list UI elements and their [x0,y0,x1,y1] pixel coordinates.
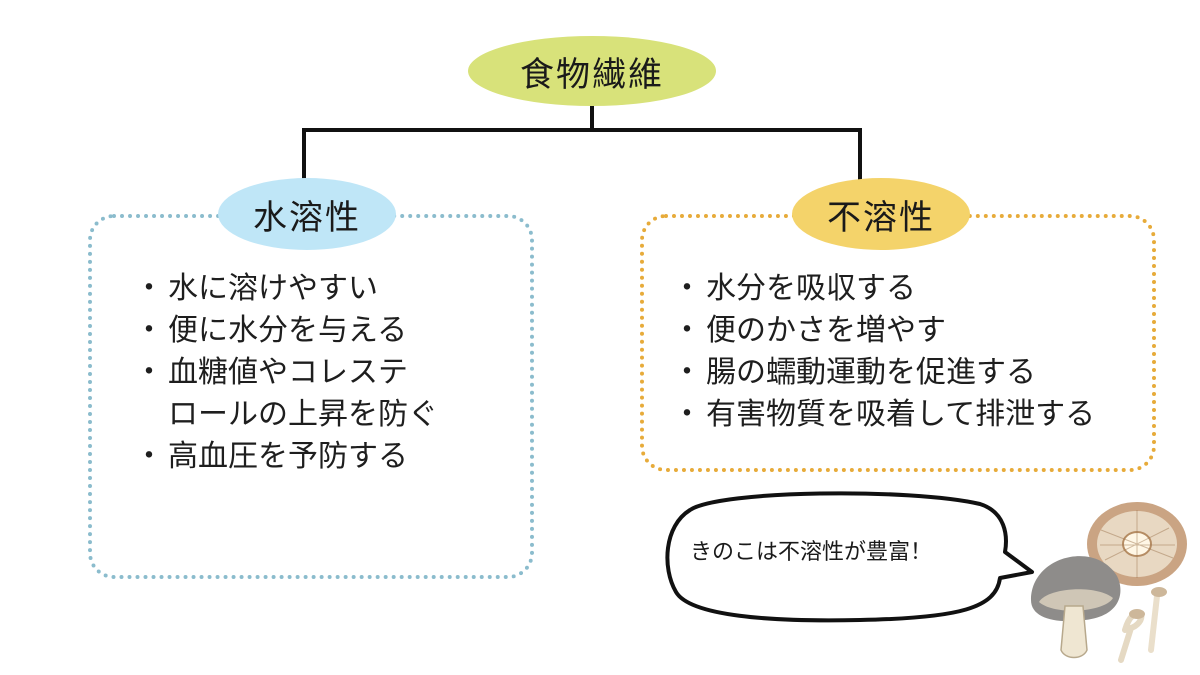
soluble-node: 水溶性 [218,178,396,250]
root-node-food-fiber: 食物繊維 [468,36,716,106]
speech-bubble [665,491,1034,623]
soluble-item: 水に溶けやすい [134,268,518,310]
insoluble-item-text: 腸の蠕動運動を促進する [706,355,1036,390]
soluble-item-text-continued: ロールの上昇を防ぐ [168,397,438,432]
soluble-item: 高血圧を予防する [134,436,518,478]
insoluble-item-text: 便のかさを増やす [706,313,946,348]
insoluble-item: 腸の蠕動運動を促進する [672,352,1146,394]
soluble-node-label: 水溶性 [253,197,361,238]
speech-bubble-outline [665,491,1034,623]
mushroom-cap-underside [1087,502,1187,586]
soluble-item-text: 水に溶けやすい [168,271,378,306]
mushroom-grey [1031,556,1121,659]
soluble-item-text: 高血圧を予防する [168,439,408,474]
mushroom-illustration [1031,502,1187,663]
insoluble-list: 水分を吸収する 便のかさを増やす 腸の蠕動運動を促進する 有害物質を吸着して排泄… [672,268,1146,436]
insoluble-item-text: 水分を吸収する [706,271,916,306]
soluble-item-text: 便に水分を与える [168,313,408,348]
mushroom-small-stems [1118,587,1167,663]
soluble-item: 血糖値やコレステ ロールの上昇を防ぐ [134,352,518,436]
insoluble-node-label: 不溶性 [827,197,935,238]
soluble-item-text: 血糖値やコレステ [168,355,408,390]
insoluble-item-text: 有害物質を吸着して排泄する [706,397,1096,432]
soluble-list: 水に溶けやすい 便に水分を与える 血糖値やコレステ ロールの上昇を防ぐ 高血圧を… [134,268,518,478]
root-node-label: 食物繊維 [520,54,664,95]
soluble-item: 便に水分を与える [134,310,518,352]
insoluble-item: 便のかさを増やす [672,310,1146,352]
insoluble-item: 水分を吸収する [672,268,1146,310]
insoluble-node: 不溶性 [792,178,970,250]
speech-bubble-text: きのこは不溶性が豊富！ [690,540,933,565]
insoluble-item: 有害物質を吸着して排泄する [672,394,1146,436]
